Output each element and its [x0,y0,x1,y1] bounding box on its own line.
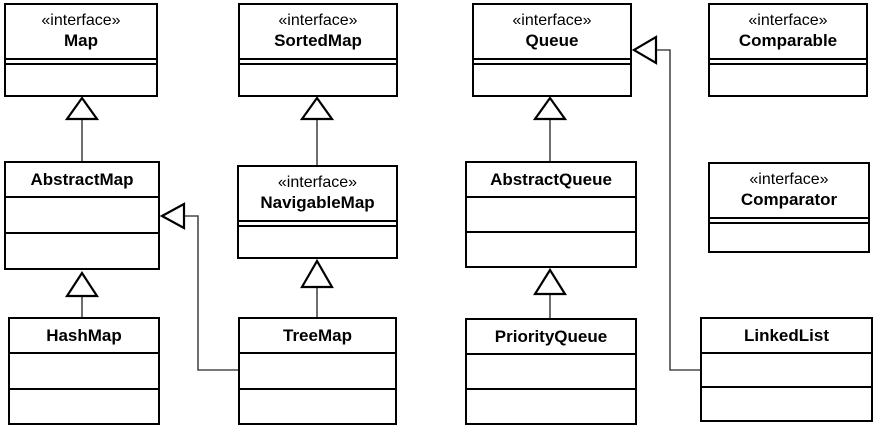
class-box-navigablemap[interactable]: «interface» NavigableMap [237,165,398,259]
stereotype-label: «interface» [512,12,592,29]
title-compartment: TreeMap [240,319,395,354]
methods-compartment [467,388,635,423]
generalization-treemap-to-navigablemap [300,258,334,317]
methods-compartment [239,227,396,257]
title-compartment: «interface» Queue [474,5,630,60]
class-name: Comparator [740,190,838,209]
class-name: Map [64,31,98,50]
generalization-hashmap-to-abstractmap [64,270,100,317]
class-name: LinkedList [743,325,829,345]
class-box-linkedlist[interactable]: LinkedList [700,317,873,422]
class-name: AbstractQueue [490,169,612,189]
title-compartment: «interface» SortedMap [240,5,396,60]
class-box-comparable[interactable]: «interface» Comparable [708,3,868,97]
stereotype-label: «interface» [749,171,829,188]
title-compartment: HashMap [10,319,158,354]
generalization-priorityqueue-to-abstractqueue [533,267,567,318]
class-box-queue[interactable]: «interface» Queue [472,3,632,97]
class-name: Queue [525,31,579,50]
attributes-compartment [240,60,396,65]
generalization-linkedlist-to-queue [631,35,700,371]
attributes-compartment [6,198,158,232]
hollow-triangle-icon [64,96,100,121]
methods-compartment [10,387,158,424]
methods-compartment [6,65,156,95]
methods-compartment [474,65,630,95]
stereotype-label: «interface» [41,12,121,29]
class-name: AbstractMap [30,169,134,189]
attributes-compartment [702,354,871,386]
class-box-priorityqueue[interactable]: PriorityQueue [465,318,637,425]
class-box-comparator[interactable]: «interface» Comparator [708,162,870,253]
stereotype-label: «interface» [748,12,828,29]
attributes-compartment [10,354,158,388]
class-name: Comparable [738,31,838,50]
class-name: NavigableMap [260,193,375,212]
title-compartment: «interface» Comparable [710,5,866,60]
methods-compartment [702,386,871,420]
title-compartment: AbstractMap [6,163,158,198]
class-name: TreeMap [283,325,352,345]
hollow-triangle-icon [64,270,100,298]
methods-compartment [6,232,158,268]
class-box-treemap[interactable]: TreeMap [238,317,397,425]
hollow-triangle-icon [532,96,568,121]
class-box-hashmap[interactable]: HashMap [8,317,160,425]
title-compartment: «interface» NavigableMap [239,167,396,222]
hollow-triangle-icon [300,258,334,289]
attributes-compartment [467,355,635,388]
attributes-compartment [710,60,866,65]
attributes-compartment [240,354,395,388]
title-compartment: PriorityQueue [467,320,635,355]
attributes-compartment [467,198,635,231]
stereotype-label: «interface» [277,174,358,191]
methods-compartment [467,231,635,266]
hollow-triangle-icon [533,267,567,296]
title-compartment: «interface» Comparator [710,164,868,219]
stereotype-label: «interface» [278,12,358,29]
title-compartment: «interface» Map [6,5,156,60]
generalization-abstractmap-to-map [64,96,100,161]
generalization-navigablemap-to-sortedmap [299,96,335,165]
attributes-compartment [6,60,156,65]
hollow-triangle-icon [159,202,186,230]
generalization-abstractqueue-to-queue [532,96,568,161]
methods-compartment [710,224,868,251]
class-box-sortedmap[interactable]: «interface» SortedMap [238,3,398,97]
class-box-abstractqueue[interactable]: AbstractQueue [465,161,637,268]
hollow-triangle-icon [631,35,658,65]
class-name: SortedMap [274,31,362,50]
attributes-compartment [710,219,868,224]
methods-compartment [240,387,395,424]
attributes-compartment [474,60,630,65]
hollow-triangle-icon [299,96,335,121]
title-compartment: LinkedList [702,319,871,354]
class-name: PriorityQueue [494,326,608,346]
class-box-abstractmap[interactable]: AbstractMap [4,161,160,270]
class-box-map[interactable]: «interface» Map [4,3,158,97]
methods-compartment [710,65,866,95]
class-name: HashMap [46,325,122,345]
attributes-compartment [239,222,396,227]
methods-compartment [240,65,396,95]
title-compartment: AbstractQueue [467,163,635,198]
generalization-treemap-to-abstractmap [159,202,238,371]
